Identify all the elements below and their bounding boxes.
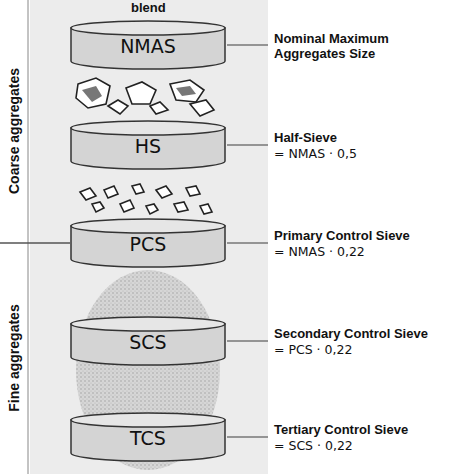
sieve-formula: = PCS · 0,22 (274, 343, 470, 357)
fraction-label: Fine aggregates (6, 304, 22, 411)
fraction-divider (0, 242, 70, 244)
sieve-label: HS (70, 130, 226, 162)
sieve-name: Nominal Maximum Aggregates Size (274, 32, 424, 62)
figure-heading: blend (131, 1, 166, 16)
sieve-cylinder: PCS (70, 218, 226, 268)
sieve-label: PCS (70, 228, 226, 260)
leader-lines (227, 45, 268, 437)
sieve-name: Tertiary Control Sieve (274, 423, 470, 438)
sieve-formula: = NMAS · 0,22 (274, 245, 470, 259)
sieve-name: Primary Control Sieve (274, 229, 470, 244)
band-divider (28, 0, 29, 474)
sieve-cylinder: TCS (70, 412, 226, 462)
fraction-label: Coarse aggregates (6, 68, 22, 194)
sieve-cylinder: NMAS (70, 20, 226, 70)
sieve-label: TCS (70, 422, 226, 454)
sieve-formula: = SCS · 0,22 (274, 439, 470, 453)
column-ground (30, 0, 268, 474)
sieve-cylinder: SCS (70, 316, 226, 366)
sieve-label: NMAS (70, 30, 226, 62)
sieve-label: SCS (70, 326, 226, 358)
sieve-name: Secondary Control Sieve (274, 327, 472, 342)
sieve-formula: = NMAS · 0,5 (274, 147, 470, 161)
sieve-name: Half-Sieve (274, 131, 470, 146)
sieve-cylinder: HS (70, 120, 226, 170)
